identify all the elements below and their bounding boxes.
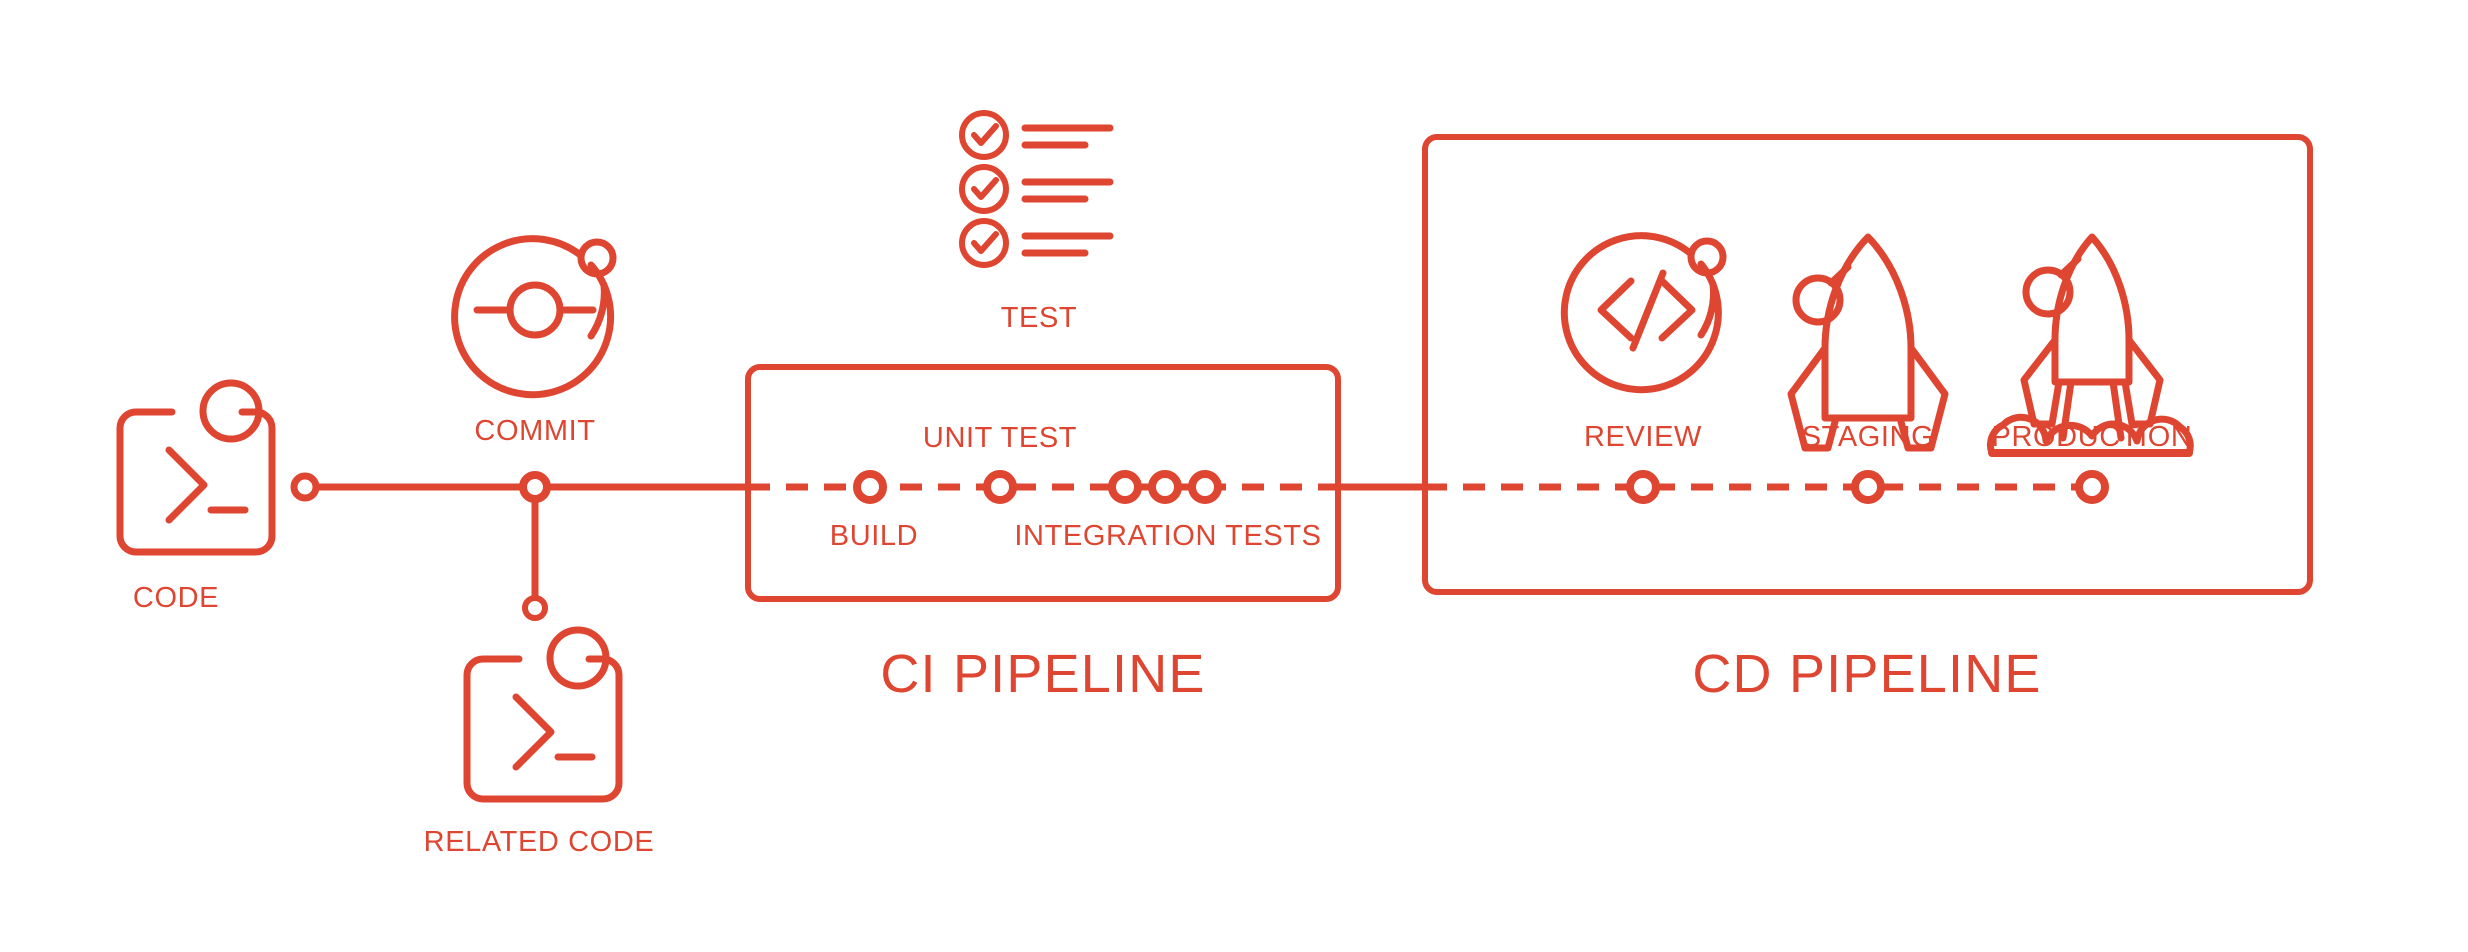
rocket-idle-icon	[1787, 233, 1949, 452]
code-terminal-icon	[116, 379, 276, 556]
code-label: CODE	[133, 582, 219, 614]
commit-label: COMMIT	[474, 415, 595, 447]
rail-node-related-code[interactable]	[522, 595, 548, 621]
ci-pipeline-box	[745, 364, 1341, 602]
rail-node-integration-3[interactable]	[1188, 470, 1222, 504]
rocket-launch-icon	[1986, 233, 2194, 457]
related-code-label: RELATED CODE	[424, 826, 655, 858]
code-review-icon	[1560, 232, 1727, 394]
cd-pipeline-box	[1422, 134, 2313, 595]
commit-orbit-icon	[451, 235, 617, 399]
rail-node-production[interactable]	[2075, 470, 2109, 504]
rail-node-commit[interactable]	[519, 471, 551, 503]
production-label: PRODUCTION	[1992, 421, 2193, 453]
checklist-icon	[959, 110, 1114, 268]
ci-pipeline-title: CI PIPELINE	[880, 644, 1205, 704]
review-label: REVIEW	[1584, 421, 1702, 453]
code-terminal-icon	[463, 626, 623, 803]
rail-node-review[interactable]	[1626, 470, 1660, 504]
rail-node-build[interactable]	[853, 470, 887, 504]
build-label: BUILD	[830, 520, 918, 552]
rail-node-integration-2[interactable]	[1148, 470, 1182, 504]
cd-pipeline-title: CD PIPELINE	[1692, 644, 2041, 704]
rail-node-unit-test[interactable]	[983, 470, 1017, 504]
rail-node-staging[interactable]	[1851, 470, 1885, 504]
staging-label: STAGING	[1802, 421, 1935, 453]
integration-tests-label: INTEGRATION TESTS	[1014, 520, 1321, 552]
rail-node-start[interactable]	[290, 472, 320, 502]
test-label: TEST	[1001, 302, 1078, 334]
rail-node-integration-1[interactable]	[1108, 470, 1142, 504]
unit-test-label: UNIT TEST	[923, 422, 1077, 454]
